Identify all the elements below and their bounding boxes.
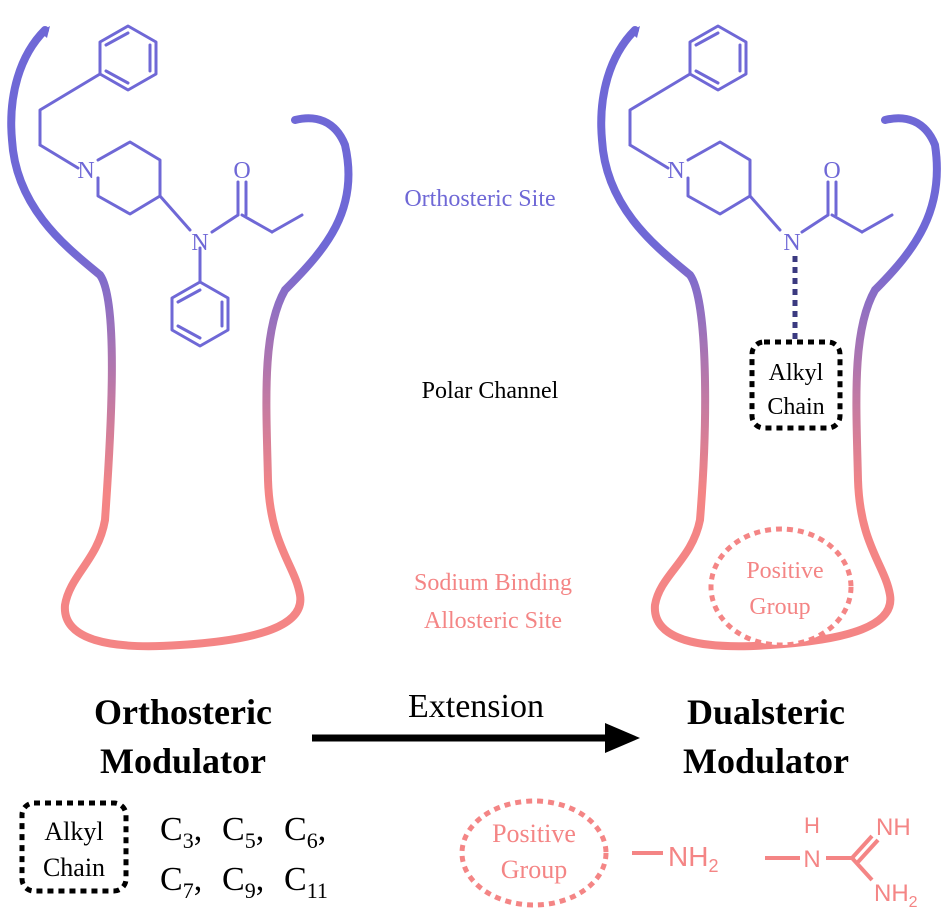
legend-alkyl-label-1: Alkyl [44,817,103,846]
title-dualsteric-modulator: Modulator [683,741,849,781]
atom-o-left: O [233,158,250,184]
carbon-c9: C9, [222,861,264,903]
legend-alkyl-box [19,800,129,894]
legend-positive-label-2: Group [501,855,567,884]
guanidine-h: H [804,813,820,838]
carbon-c6: C6, [284,811,326,853]
left-pocket-outline [7,26,353,651]
guanidine-nh: NH [876,814,911,841]
right-pocket-tip [630,26,640,38]
guanidine-n: N [803,846,820,873]
extension-arrow [312,723,640,753]
piperidine-ring [96,140,162,216]
chain-lengths-row-1: C3, C5, C6, [160,811,326,853]
legend-positive-ellipse [459,798,609,908]
carbon-c5: C5, [222,811,264,853]
amine-label: NH2 [668,841,718,876]
positive-group-label-2: Group [749,594,810,620]
label-extension: Extension [408,688,544,725]
left-binding-pocket [7,26,353,651]
title-orthosteric: Orthosteric [94,692,272,732]
carbon-c7: C7, [160,861,202,903]
guanidine-nh2: NH2 [874,880,918,911]
legend-alkyl-label-2: Chain [43,853,105,882]
chain-lengths-row-2: C7, C9, C11 [160,861,328,903]
legend-positive-label-1: Positive [492,819,576,848]
phenyl-ring-bottom [170,280,230,348]
atom-n1-left: N [77,158,94,184]
phenyl-ring-top [98,24,158,92]
atom-n1-right: N [667,158,684,184]
atom-n2-right: N [783,230,800,256]
right-binding-pocket [597,26,941,651]
atom-o-right: O [823,158,840,184]
title-orthosteric-modulator: Modulator [100,741,266,781]
carbon-c11: C11 [284,861,328,903]
label-allosteric-site: Allosteric Site [424,608,562,634]
label-orthosteric-site: Orthosteric Site [404,186,555,212]
atom-n2-left: N [191,230,208,256]
amine-structure: NH2 [632,841,718,876]
right-molecule [628,24,894,234]
carbon-c3: C3, [160,811,202,853]
positive-group-label-1: Positive [746,558,823,584]
label-polar-channel: Polar Channel [422,378,559,404]
alkyl-chain-box [749,339,843,431]
label-sodium-binding: Sodium Binding [414,570,572,596]
guanidine-structure: H N NH NH2 [765,813,918,911]
alkyl-chain-label-1: Alkyl [769,360,824,386]
left-molecule [38,24,304,348]
alkyl-chain-label-2: Chain [767,394,824,420]
left-pocket-tip [40,26,50,38]
right-pocket-outline [597,26,941,651]
title-dualsteric: Dualsteric [687,692,845,732]
positive-group-ellipse [708,526,854,648]
